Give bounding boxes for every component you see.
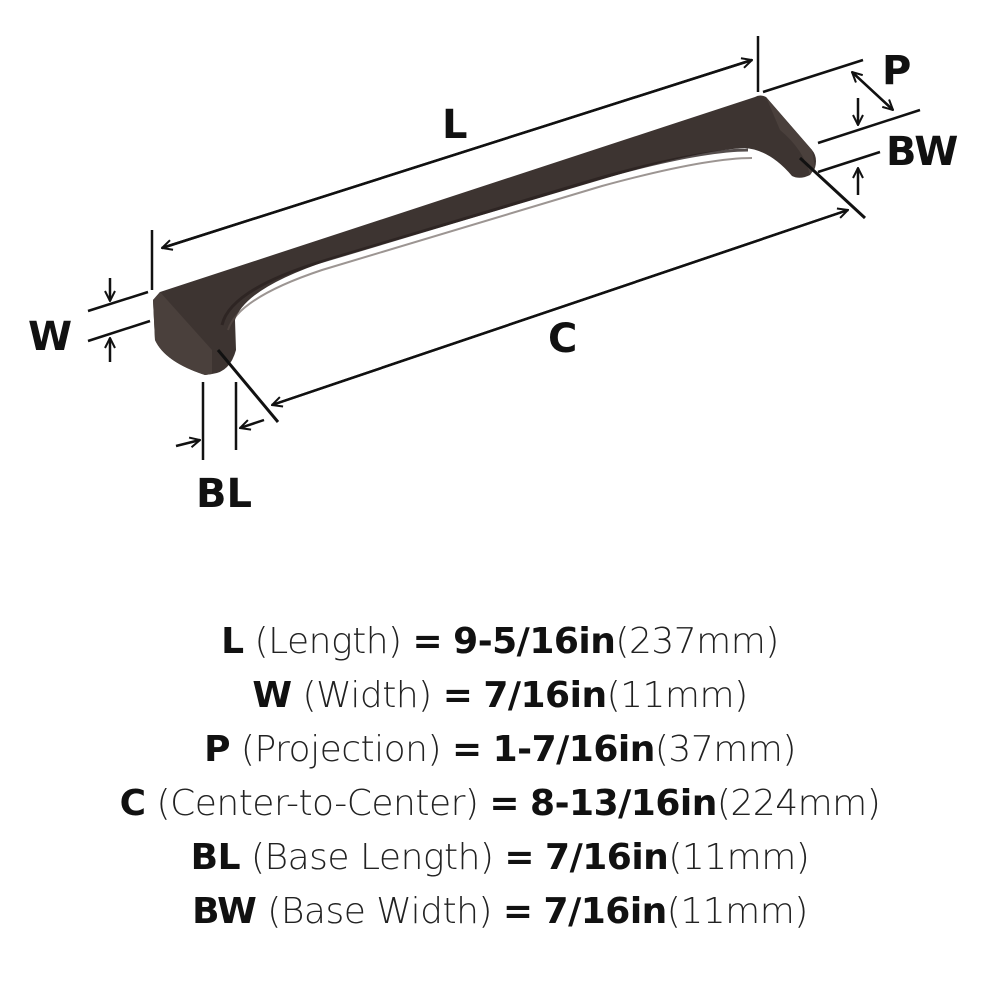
spec-mm: (37mm) [654, 729, 797, 770]
spec-name: (Base Length) [250, 837, 494, 878]
spec-inches: 7/16in [545, 837, 669, 878]
spec-equals: = [489, 783, 520, 824]
spec-equals: = [451, 729, 482, 770]
spec-code: BL [190, 837, 241, 878]
spec-equals: = [502, 891, 533, 932]
spec-equals: = [504, 837, 535, 878]
spec-mm: (11mm) [606, 675, 749, 716]
spec-mm: (224mm) [716, 783, 881, 824]
spec-row-center-to-center: C (Center-to-Center) = 8-13/16in(224mm) [0, 777, 1000, 831]
spec-row-base-width: BW (Base Width) = 7/16in(11mm) [0, 885, 1000, 939]
spec-mm: (11mm) [666, 891, 809, 932]
spec-row-length: L (Length) = 9-5/16in(237mm) [0, 615, 1000, 669]
projection-dimension [762, 58, 921, 145]
spec-mm: (237mm) [615, 621, 779, 662]
spec-name: (Center-to-Center) [156, 783, 479, 824]
spec-inches: 1-7/16in [492, 729, 656, 770]
spec-inches: 9-5/16in [453, 621, 616, 662]
width-dimension [87, 278, 151, 362]
spec-code: L [221, 621, 244, 662]
spec-name: (Projection) [240, 729, 442, 770]
label-L: L [442, 102, 468, 148]
spec-name: (Base Width) [267, 891, 492, 932]
length-dimension [150, 36, 760, 290]
base-length-dimension [175, 382, 265, 460]
spec-mm: (11mm) [668, 837, 810, 878]
label-W: W [28, 314, 72, 360]
spec-row-projection: P (Projection) = 1-7/16in(37mm) [0, 723, 1000, 777]
right-screw-line [798, 156, 867, 220]
spec-row-width: W (Width) = 7/16in(11mm) [0, 669, 1000, 723]
spec-code: P [204, 729, 230, 770]
spec-name: (Width) [302, 675, 433, 716]
spec-inches: 8-13/16in [530, 783, 717, 824]
spec-inches: 7/16in [543, 891, 668, 932]
spec-code: BW [192, 891, 257, 932]
handle-dimension-diagram: L C P BW W BL [28, 36, 958, 517]
label-P: P [882, 48, 911, 94]
spec-code: W [252, 675, 292, 716]
spec-code: C [119, 783, 146, 824]
label-BL: BL [196, 471, 252, 517]
spec-row-base-length: BL (Base Length) = 7/16in(11mm) [0, 831, 1000, 885]
spec-name: (Length) [254, 621, 403, 662]
spec-equals: = [442, 675, 473, 716]
left-screw-line [216, 349, 280, 423]
dimension-spec-list: L (Length) = 9-5/16in(237mm) W (Width) =… [0, 615, 1000, 939]
label-C: C [548, 316, 577, 362]
center-to-center-dimension [272, 210, 848, 405]
base-width-dimension [817, 98, 881, 195]
label-BW: BW [886, 129, 958, 175]
spec-inches: 7/16in [483, 675, 607, 716]
pull-handle [153, 95, 816, 375]
spec-equals: = [412, 621, 443, 662]
